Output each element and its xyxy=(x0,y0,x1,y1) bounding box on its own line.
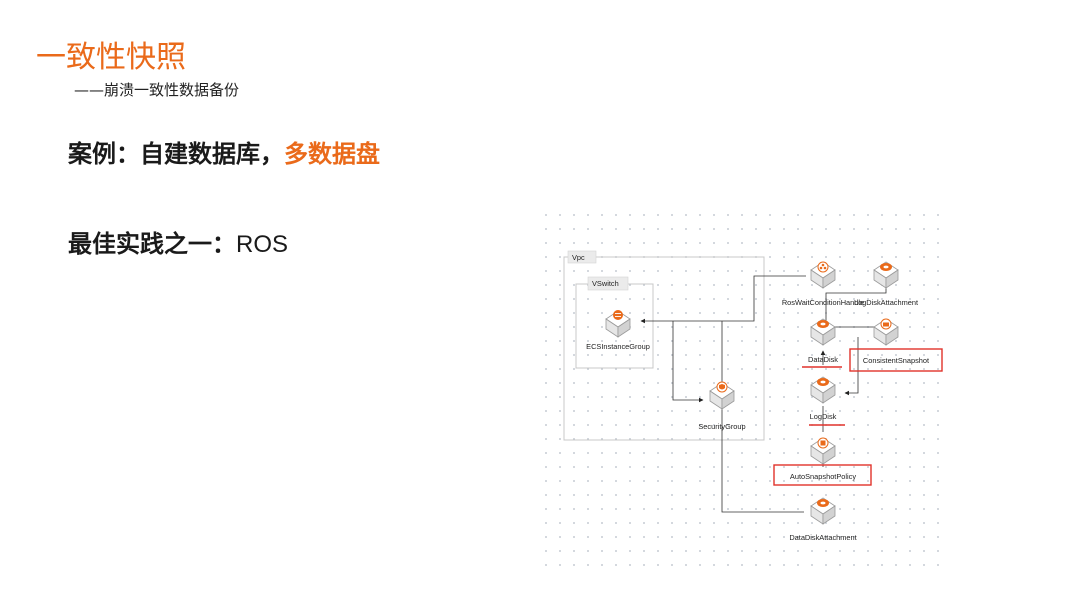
log-disk-label: LogDisk xyxy=(810,412,837,421)
edge-ros-to-ecs xyxy=(640,275,806,324)
case-heading: 案例：自建数据库，多数据盘 xyxy=(68,138,380,170)
auto-snapshot-policy-highlight xyxy=(773,464,872,486)
vswitch-label: VSwitch xyxy=(592,279,619,288)
slide-title: 一致性快照 xyxy=(36,40,186,75)
auto-snapshot-policy-label: AutoSnapshotPolicy xyxy=(790,472,856,481)
node-consistent-snapshot[interactable]: ConsistentSnapshot xyxy=(849,318,943,372)
node-log-disk[interactable]: LogDisk xyxy=(809,376,845,426)
edge-ecs-to-security-group xyxy=(672,321,704,403)
node-ecs-instance-group[interactable]: ECSInstanceGroup xyxy=(586,310,650,351)
data-disk-label: DataDisk xyxy=(808,355,838,364)
disk-icon xyxy=(817,378,829,386)
consistent-snapshot-label: ConsistentSnapshot xyxy=(863,356,929,365)
data-disk-attachment-label: DataDiskAttachment xyxy=(789,533,856,542)
node-security-group[interactable]: SecurityGroup xyxy=(698,381,746,431)
practice-prefix: 最佳实践之一： xyxy=(68,230,236,258)
log-disk-attachment-label: LogDiskAttachment xyxy=(854,298,918,307)
policy-icon xyxy=(817,437,829,449)
edge-securitygroup-to-datadiskattach xyxy=(721,321,804,513)
node-ros-wait-condition-handle[interactable]: RosWaitConditionHandle xyxy=(782,261,864,307)
snapshot-icon xyxy=(880,318,892,330)
vpc-group: Vpc xyxy=(563,250,765,441)
ros-architecture-diagram: Vpc VSwitch xyxy=(536,205,950,575)
vpc-label: Vpc xyxy=(572,253,585,262)
slide-subtitle: ——崩溃一致性数据备份 xyxy=(74,81,240,99)
server-icon xyxy=(613,310,623,320)
practice-heading: 最佳实践之一：ROS xyxy=(68,228,288,261)
ros-wait-condition-handle-label: RosWaitConditionHandle xyxy=(782,298,864,307)
practice-value: ROS xyxy=(236,231,289,258)
node-data-disk-attachment[interactable]: DataDiskAttachment xyxy=(789,497,857,542)
node-log-disk-attachment[interactable]: LogDiskAttachment xyxy=(854,261,918,307)
cluster-icon xyxy=(817,261,829,273)
node-auto-snapshot-policy[interactable]: AutoSnapshotPolicy xyxy=(773,437,872,486)
disk-icon xyxy=(817,499,829,507)
case-prefix: 案例：自建数据库， xyxy=(68,140,284,168)
disk-icon xyxy=(880,263,892,271)
node-data-disk[interactable]: DataDisk xyxy=(802,318,842,368)
security-group-label: SecurityGroup xyxy=(698,422,745,431)
disk-icon xyxy=(817,320,829,328)
edge-consistentsnapshot-to-logdisk xyxy=(844,337,859,396)
vswitch-group: VSwitch xyxy=(575,276,654,369)
consistent-snapshot-highlight xyxy=(849,348,943,372)
ecs-instance-group-label: ECSInstanceGroup xyxy=(586,342,650,351)
case-highlight: 多数据盘 xyxy=(284,140,380,168)
shield-icon xyxy=(716,381,728,393)
